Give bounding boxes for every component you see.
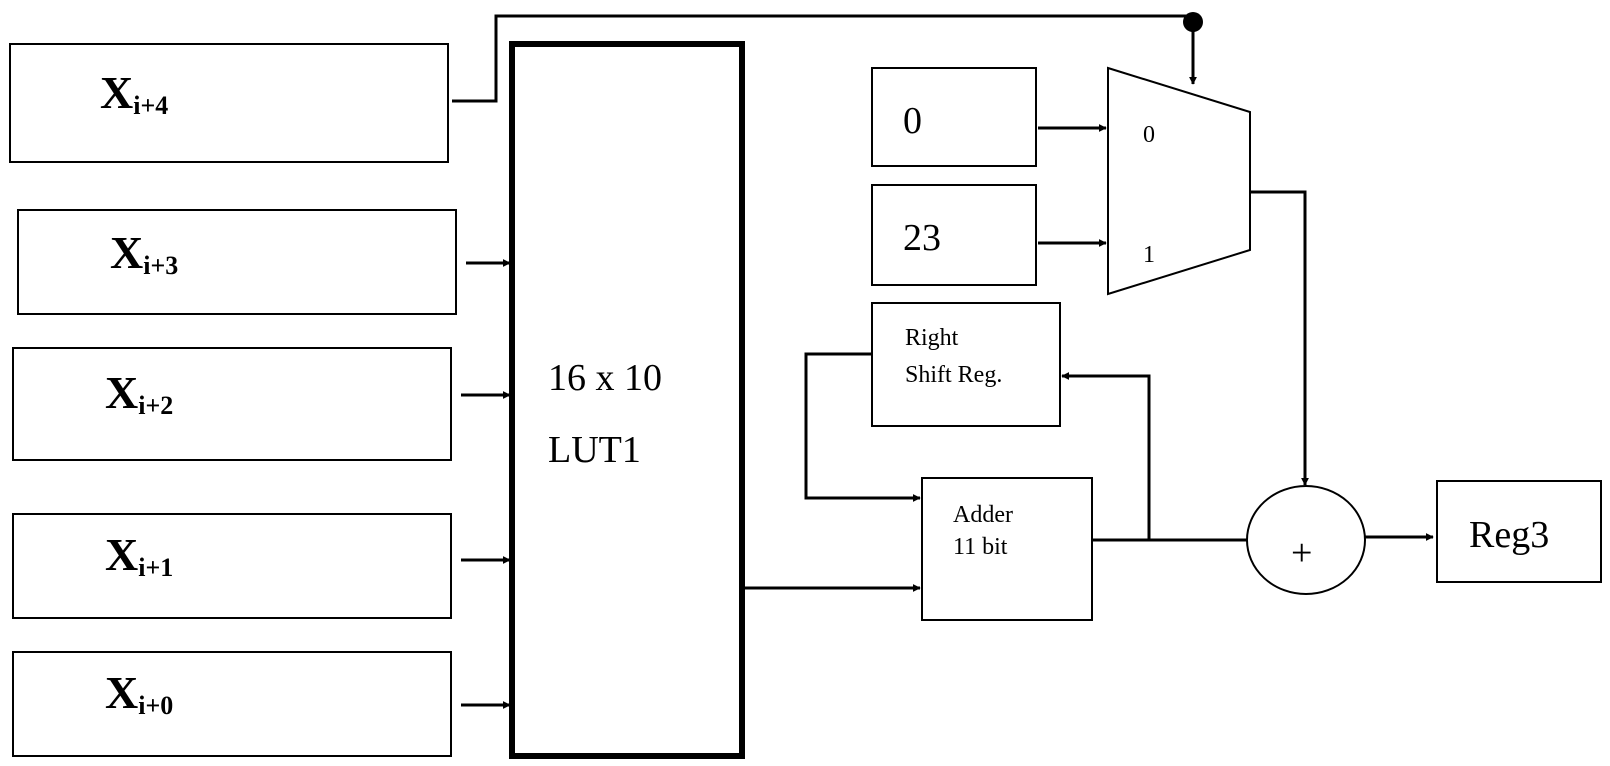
svg-text:Xi+0: Xi+0 bbox=[105, 667, 173, 720]
adder-block: Adder 11 bit bbox=[921, 477, 1093, 621]
svg-text:Xi+1: Xi+1 bbox=[105, 529, 173, 582]
svg-text:Xi+2: Xi+2 bbox=[105, 367, 173, 420]
lut-size-label: 16 x 10 bbox=[548, 357, 662, 399]
svg-text:0: 0 bbox=[903, 100, 922, 142]
const-box-23: 23 bbox=[871, 184, 1037, 286]
mux-input-1-label: 1 bbox=[1143, 242, 1155, 268]
svg-text:Xi+4: Xi+4 bbox=[100, 67, 168, 120]
svg-text:Xi+3: Xi+3 bbox=[110, 227, 178, 280]
svg-text:Shift Reg.: Shift Reg. bbox=[905, 362, 1002, 388]
summer-circle: + bbox=[1246, 485, 1366, 595]
mux: 0 1 bbox=[1107, 66, 1251, 296]
input-box-x-i0: Xi+0 bbox=[12, 651, 452, 757]
select-wire bbox=[452, 14, 1193, 103]
mux-input-0-label: 0 bbox=[1143, 122, 1155, 148]
input-box-x-i4: Xi+4 bbox=[9, 43, 449, 163]
svg-text:11 bit: 11 bit bbox=[953, 534, 1008, 560]
input-box-x-i2: Xi+2 bbox=[12, 347, 452, 461]
lut-name-label: LUT1 bbox=[548, 429, 641, 471]
lut-block: 16 x 10 LUT1 bbox=[509, 41, 745, 759]
right-shift-register: Right Shift Reg. bbox=[871, 302, 1061, 427]
const-box-0: 0 bbox=[871, 67, 1037, 167]
input-box-x-i1: Xi+1 bbox=[12, 513, 452, 619]
svg-text:23: 23 bbox=[903, 217, 941, 259]
svg-text:Reg3: Reg3 bbox=[1469, 514, 1549, 556]
output-register: Reg3 bbox=[1436, 480, 1602, 583]
shift-to-adder-wire bbox=[804, 352, 921, 502]
junction-dot bbox=[1183, 12, 1203, 32]
svg-text:Right: Right bbox=[905, 325, 959, 351]
plus-label: + bbox=[1291, 532, 1312, 574]
mux-output-wire bbox=[1250, 190, 1309, 486]
input-box-x-i3: Xi+3 bbox=[17, 209, 457, 315]
svg-text:Adder: Adder bbox=[953, 502, 1013, 528]
feedback-wire bbox=[1061, 372, 1151, 540]
